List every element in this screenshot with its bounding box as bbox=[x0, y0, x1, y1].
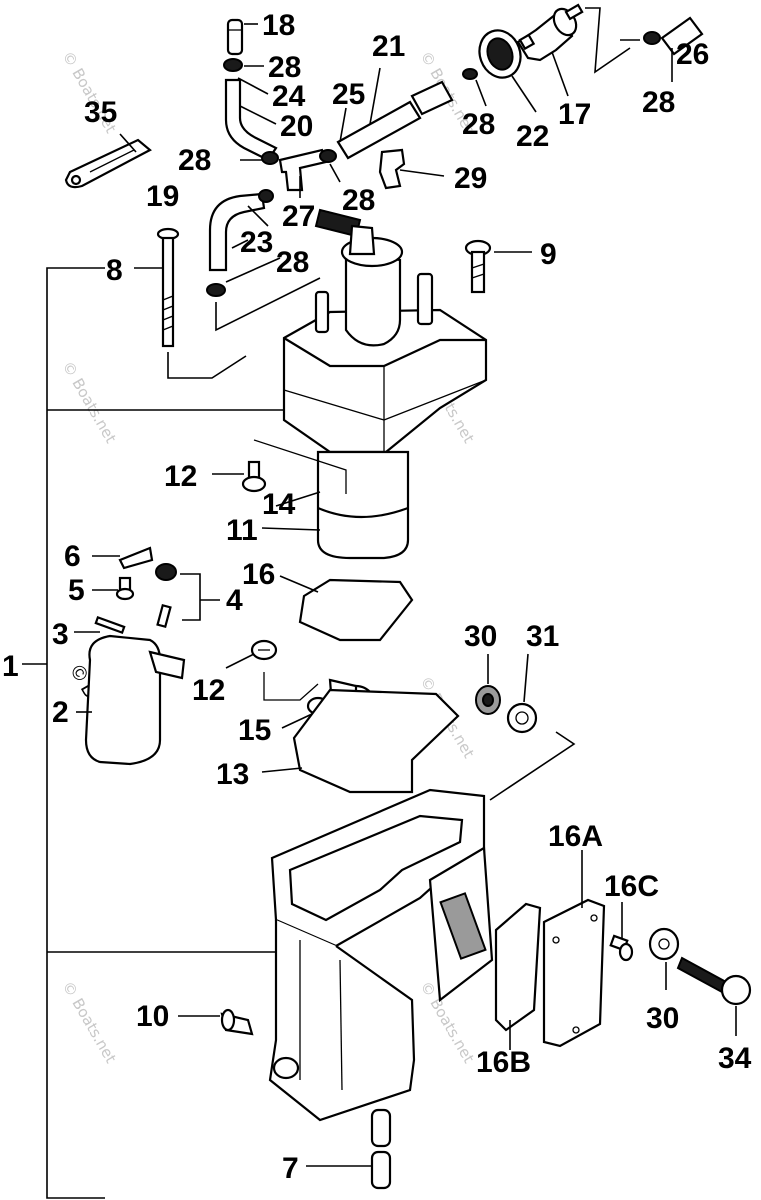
bolt-34 bbox=[676, 956, 752, 1006]
gasket-13 bbox=[292, 688, 460, 794]
fitting-10 bbox=[220, 1008, 254, 1036]
clamp-28 bbox=[223, 58, 243, 72]
callout-9: 9 bbox=[540, 238, 557, 271]
float-bowl-11 bbox=[316, 450, 410, 560]
callout-28: 28 bbox=[268, 51, 301, 84]
callout-16a: 16A bbox=[548, 820, 603, 853]
screw-12 bbox=[241, 460, 267, 493]
callout-34: 34 bbox=[718, 1042, 752, 1075]
callout-25: 25 bbox=[332, 78, 365, 111]
callout-11: 11 bbox=[226, 514, 258, 547]
seal-30 bbox=[475, 685, 501, 715]
bracket-item-1 bbox=[22, 267, 290, 1199]
callout-15: 15 bbox=[238, 714, 271, 747]
callout-4: 4 bbox=[226, 584, 243, 617]
callout-12: 12 bbox=[192, 674, 225, 707]
clamp-28 bbox=[261, 151, 279, 165]
callout-35: 35 bbox=[84, 96, 117, 129]
callout-3: 3 bbox=[52, 618, 69, 651]
callout-8: 8 bbox=[106, 254, 123, 287]
callout-28: 28 bbox=[462, 108, 495, 141]
plate-16a bbox=[542, 898, 606, 1048]
callout-5: 5 bbox=[68, 574, 85, 607]
gasket-16b bbox=[494, 902, 542, 1032]
hose-23 bbox=[208, 192, 266, 272]
intake-manifold bbox=[268, 788, 494, 1122]
callout-20: 20 bbox=[280, 110, 313, 143]
callout-16: 16 bbox=[242, 558, 275, 591]
hose-24 bbox=[224, 78, 278, 162]
clip-29 bbox=[378, 148, 406, 190]
callout-19: 19 bbox=[146, 180, 179, 213]
bolt-8 bbox=[156, 227, 180, 348]
cap-31 bbox=[506, 702, 538, 734]
callout-10: 10 bbox=[136, 1000, 169, 1033]
bolt-9 bbox=[464, 239, 492, 294]
leader-lines bbox=[74, 23, 737, 1167]
callout-18: 18 bbox=[262, 9, 295, 42]
callout-13: 13 bbox=[216, 758, 249, 791]
gasket-16 bbox=[298, 578, 414, 642]
callout-27: 27 bbox=[282, 200, 315, 233]
callout-14: 14 bbox=[262, 488, 296, 521]
callout-31: 31 bbox=[526, 620, 559, 653]
screw-16c bbox=[609, 934, 634, 962]
filter-17 bbox=[516, 3, 584, 62]
hose-25 bbox=[336, 100, 422, 160]
callout-22: 22 bbox=[516, 120, 549, 153]
screw-12-lower bbox=[250, 639, 278, 661]
callout-16c: 16C bbox=[604, 870, 659, 903]
callout-6: 6 bbox=[64, 540, 81, 573]
pin-3 bbox=[94, 615, 126, 635]
callout-28: 28 bbox=[276, 246, 309, 279]
clamp-28 bbox=[206, 283, 226, 297]
callout-30: 30 bbox=[464, 620, 497, 653]
needle-valve-4 bbox=[155, 563, 177, 629]
callout-2: 2 bbox=[52, 696, 69, 729]
hose-26 bbox=[660, 16, 704, 56]
leader-14 bbox=[253, 439, 347, 494]
clamp-28 bbox=[258, 189, 274, 203]
callout-12: 12 bbox=[164, 460, 197, 493]
clamp-28 bbox=[643, 31, 661, 45]
hose-21 bbox=[410, 80, 454, 116]
callout-7: 7 bbox=[282, 1152, 299, 1185]
callout-23: 23 bbox=[240, 226, 273, 259]
bracket-35 bbox=[64, 138, 152, 189]
float-2 bbox=[84, 634, 186, 766]
callout-28: 28 bbox=[342, 184, 375, 217]
clamp-28 bbox=[462, 68, 478, 80]
fitting-18 bbox=[226, 18, 244, 56]
sleeve-7 bbox=[370, 1108, 392, 1190]
callout-26: 26 bbox=[676, 38, 709, 71]
callout-17: 17 bbox=[558, 98, 591, 131]
callout-16b: 16B bbox=[476, 1046, 531, 1079]
screw-5 bbox=[115, 576, 135, 601]
clamp-28 bbox=[319, 149, 337, 163]
callout-29: 29 bbox=[454, 162, 487, 195]
callout-24: 24 bbox=[272, 80, 306, 113]
callout-labels: 18 28 24 20 21 25 28 19 27 23 28 28 29 2… bbox=[2, 9, 752, 1185]
ring-22 bbox=[478, 29, 522, 79]
callout-28: 28 bbox=[642, 86, 675, 119]
clip-6 bbox=[118, 546, 154, 570]
carburetor-upper bbox=[282, 208, 488, 454]
watermark: © Boats.net bbox=[59, 358, 120, 446]
seal-30-right bbox=[648, 927, 680, 961]
callout-30: 30 bbox=[646, 1002, 679, 1035]
callout-1: 1 bbox=[2, 650, 19, 683]
watermark: © Boats.net bbox=[59, 978, 120, 1066]
callout-28: 28 bbox=[178, 144, 211, 177]
callout-21: 21 bbox=[372, 30, 405, 63]
